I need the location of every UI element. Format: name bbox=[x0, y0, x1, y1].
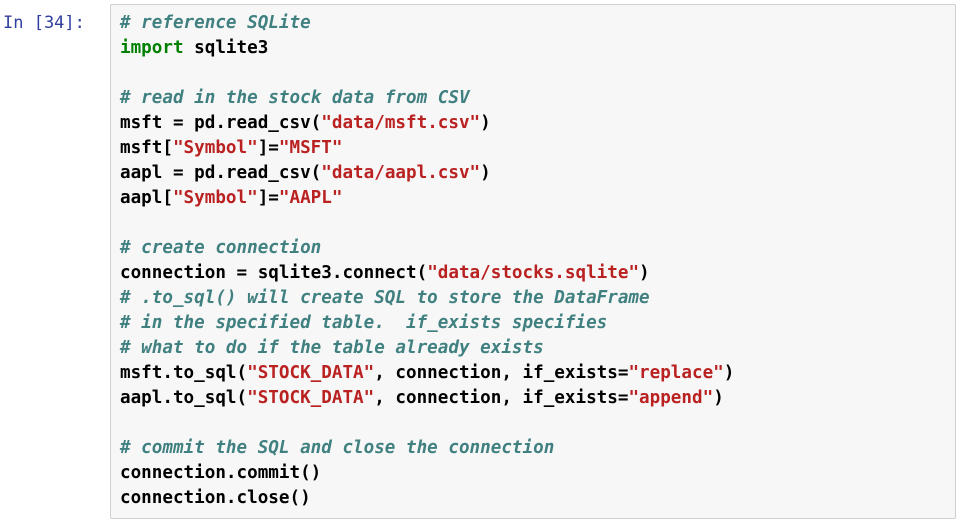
code-line bbox=[120, 411, 734, 436]
code-text: connection = sqlite3.connect( bbox=[120, 263, 428, 283]
code-text: ) bbox=[713, 388, 724, 408]
code-text: aapl[ bbox=[120, 188, 173, 208]
code-line: import sqlite3 bbox=[120, 36, 734, 61]
code-string: "STOCK_DATA" bbox=[247, 388, 375, 408]
code-comment: # in the specified table. if_exists spec… bbox=[120, 313, 608, 333]
code-text: ]= bbox=[257, 188, 279, 208]
code-text: aapl.to_sql( bbox=[120, 388, 248, 408]
code-text: ]= bbox=[257, 138, 279, 158]
code-line: msft.to_sql("STOCK_DATA", connection, if… bbox=[120, 361, 734, 386]
code-comment: # what to do if the table already exists bbox=[120, 338, 544, 358]
code-text: connection.commit() bbox=[120, 463, 322, 483]
code-text: ) bbox=[723, 363, 735, 383]
code-line: # .to_sql() will create SQL to store the… bbox=[120, 286, 734, 311]
code-line bbox=[120, 211, 734, 236]
code-line: aapl = pd.read_csv("data/aapl.csv") bbox=[120, 161, 734, 186]
code-editor[interactable]: # reference SQLite import sqlite3 # read i… bbox=[110, 4, 956, 519]
code-string: "replace" bbox=[628, 363, 724, 383]
code-text: msft = pd.read_csv( bbox=[120, 113, 322, 133]
code-line: # commit the SQL and close the connectio… bbox=[120, 436, 734, 461]
code-text: connection.close() bbox=[120, 488, 311, 508]
code-line: # create connection bbox=[120, 236, 734, 261]
code-text: ) bbox=[480, 163, 491, 183]
code-string: "data/stocks.sqlite" bbox=[427, 263, 640, 283]
code-comment: # read in the stock data from CSV bbox=[120, 88, 470, 108]
code-line: connection.commit() bbox=[120, 461, 734, 486]
code-line: msft["Symbol"]="MSFT" bbox=[120, 136, 734, 161]
code-text: , connection, if_exists= bbox=[374, 363, 629, 383]
code-string: "STOCK_DATA" bbox=[247, 363, 375, 383]
code-string: "append" bbox=[628, 388, 714, 408]
code-text: sqlite3 bbox=[183, 38, 269, 58]
code-text: aapl = pd.read_csv( bbox=[120, 163, 322, 183]
input-prompt: In [34]: bbox=[3, 13, 85, 33]
code-comment: # .to_sql() will create SQL to store the… bbox=[120, 288, 650, 308]
code-string: "Symbol" bbox=[172, 188, 258, 208]
code-comment: # reference SQLite bbox=[120, 13, 311, 33]
code-text: msft[ bbox=[120, 138, 173, 158]
code-string: "MSFT" bbox=[278, 138, 343, 158]
code-line: # read in the stock data from CSV bbox=[120, 86, 734, 111]
code-comment: # commit the SQL and close the connectio… bbox=[120, 438, 555, 458]
code-line: aapl["Symbol"]="AAPL" bbox=[120, 186, 734, 211]
code-line: # what to do if the table already exists bbox=[120, 336, 734, 361]
code-line bbox=[120, 61, 734, 86]
code-string: "AAPL" bbox=[278, 188, 343, 208]
code-comment: # create connection bbox=[120, 238, 322, 258]
code-line: connection = sqlite3.connect("data/stock… bbox=[120, 261, 734, 286]
code-line: msft = pd.read_csv("data/msft.csv") bbox=[120, 111, 734, 136]
code-text: ) bbox=[639, 263, 650, 283]
code-line: # in the specified table. if_exists spec… bbox=[120, 311, 734, 336]
code-line: connection.close() bbox=[120, 486, 734, 511]
code-string: "Symbol" bbox=[172, 138, 258, 158]
code-string: "data/msft.csv" bbox=[321, 113, 481, 133]
code-line: # reference SQLite bbox=[120, 11, 734, 36]
code-text: , connection, if_exists= bbox=[374, 388, 629, 408]
code-text: msft.to_sql( bbox=[120, 363, 248, 383]
code-line: aapl.to_sql("STOCK_DATA", connection, if… bbox=[120, 386, 734, 411]
code-string: "data/aapl.csv" bbox=[321, 163, 481, 183]
code-text: ) bbox=[480, 113, 491, 133]
code-keyword: import bbox=[120, 38, 184, 58]
code-area[interactable]: # reference SQLite import sqlite3 # read i… bbox=[120, 11, 734, 511]
